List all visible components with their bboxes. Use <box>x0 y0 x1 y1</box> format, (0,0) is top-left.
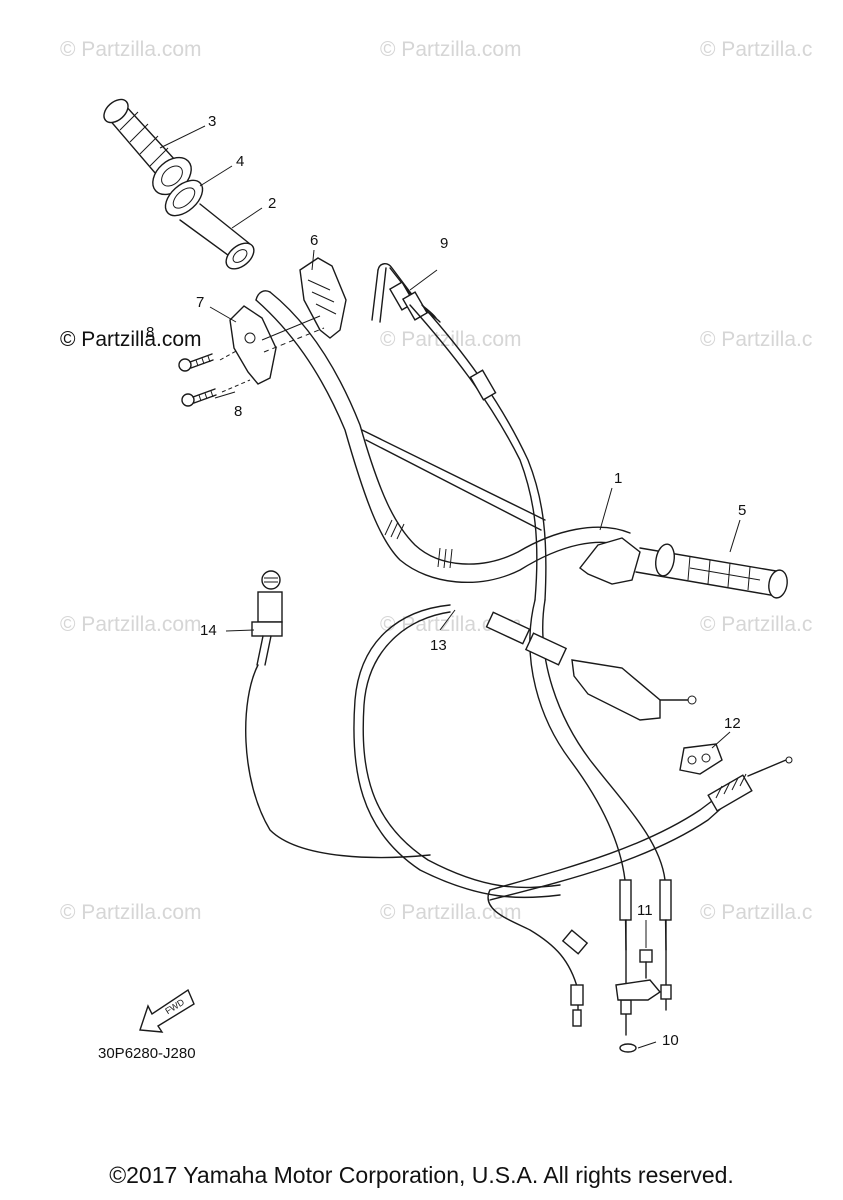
callout-leaders <box>159 125 741 1049</box>
clutch-cable <box>353 604 697 899</box>
callout-9: 9 <box>440 235 449 252</box>
callout-12: 12 <box>724 715 741 732</box>
watermark: © Partzilla.c <box>700 328 813 351</box>
screws <box>178 349 251 407</box>
callout-14: 14 <box>200 622 217 639</box>
callout-8-upper: 8 <box>146 324 155 341</box>
switch-cable <box>245 570 431 859</box>
callout-3: 3 <box>208 113 217 130</box>
copyright-notice: ©2017 Yamaha Motor Corporation, U.S.A. A… <box>109 1162 734 1188</box>
left-grip-assembly <box>103 98 255 270</box>
watermark: © Partzilla.com <box>380 38 522 61</box>
throttle-cables <box>371 263 672 1036</box>
handlebar <box>255 290 631 584</box>
watermark: © Partzilla.com <box>60 613 202 636</box>
fwd-arrow-icon: FWD <box>139 988 195 1033</box>
diagram-code: 30P6280-J280 <box>98 1045 196 1062</box>
callout-7: 7 <box>196 294 205 311</box>
throttle-housing <box>229 257 347 385</box>
callout-2: 2 <box>268 195 277 212</box>
callout-11: 11 <box>637 902 653 919</box>
watermark: © Partzilla.com <box>60 901 202 924</box>
watermark: © Partzilla.c <box>700 38 813 61</box>
callout-1: 1 <box>614 470 623 487</box>
small-parts <box>615 949 662 1053</box>
watermark: © Partzilla.com <box>380 901 522 924</box>
callout-8-lower: 8 <box>234 403 243 420</box>
watermark: © Partzilla.c <box>700 901 813 924</box>
watermark-dark: © Partzilla.com <box>60 328 202 351</box>
callout-6: 6 <box>310 232 319 249</box>
watermark: © Partzilla.com <box>60 38 202 61</box>
callout-5: 5 <box>738 502 747 519</box>
cable-holder <box>679 743 723 775</box>
lower-cable <box>487 756 793 1027</box>
callout-13: 13 <box>430 637 447 654</box>
callout-10: 10 <box>662 1032 679 1049</box>
callout-4: 4 <box>236 153 245 170</box>
right-grip <box>579 537 788 599</box>
watermark: © Partzilla.com <box>380 613 522 636</box>
watermark: © Partzilla.c <box>700 613 813 636</box>
